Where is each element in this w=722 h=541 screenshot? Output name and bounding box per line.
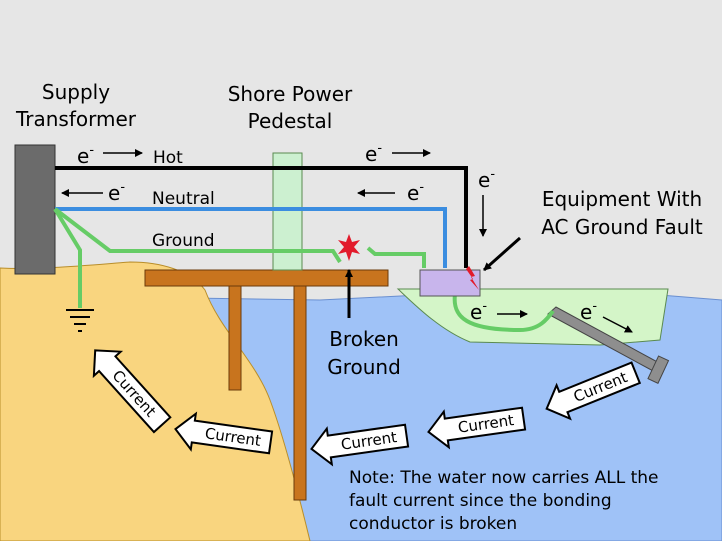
electron-label: e- xyxy=(470,299,487,324)
earth-ground-wire xyxy=(53,207,82,308)
neutral-label: Neutral xyxy=(152,189,215,209)
pedestal-title: Shore Power xyxy=(228,82,353,106)
electron-label: e- xyxy=(108,180,125,205)
hot-label: Hot xyxy=(153,148,183,168)
dock-pier-1 xyxy=(228,284,242,391)
pedestal-title: Pedestal xyxy=(248,109,333,133)
ground-wire-to-boat xyxy=(366,246,426,268)
neutral-wire xyxy=(55,207,447,268)
note-line-1: Note: The water now carries ALL the xyxy=(349,468,658,488)
propeller xyxy=(647,355,670,384)
supply-transformer-title: Supply xyxy=(42,80,110,104)
equipment-pointer-arrow xyxy=(483,236,521,272)
electron-label: e- xyxy=(407,180,424,205)
note-line-2: fault current since the bonding xyxy=(349,491,612,511)
equipment-title: AC Ground Fault xyxy=(541,215,703,239)
ground-wire xyxy=(53,207,342,264)
dock-pier-2 xyxy=(293,284,307,501)
equipment-box xyxy=(419,269,481,297)
fault-spark-icon xyxy=(466,266,479,290)
earth-ground-icon xyxy=(66,309,94,332)
electron-label: e- xyxy=(478,167,495,192)
broken-ground-spark-icon xyxy=(338,234,360,261)
current-arrow: Current xyxy=(174,411,274,455)
boat-electron-arrow-2 xyxy=(602,316,633,333)
supply-transformer xyxy=(14,144,56,275)
electron-label: e- xyxy=(77,143,94,168)
note-line-3: conductor is broken xyxy=(349,514,517,534)
current-arrow: Current xyxy=(310,423,410,467)
boat-bonding-wire xyxy=(452,293,555,333)
equipment-title: Equipment With xyxy=(542,187,702,211)
supply-transformer-title: Transformer xyxy=(15,107,137,131)
broken-ground-title: Ground xyxy=(327,355,401,379)
current-arrow: Current xyxy=(427,406,527,450)
electron-label: e- xyxy=(580,299,597,324)
broken-ground-title: Broken xyxy=(329,327,399,351)
hot-wire xyxy=(55,166,468,268)
dock-deck xyxy=(144,269,389,287)
ground-label: Ground xyxy=(152,231,215,251)
electron-label: e- xyxy=(365,141,382,166)
